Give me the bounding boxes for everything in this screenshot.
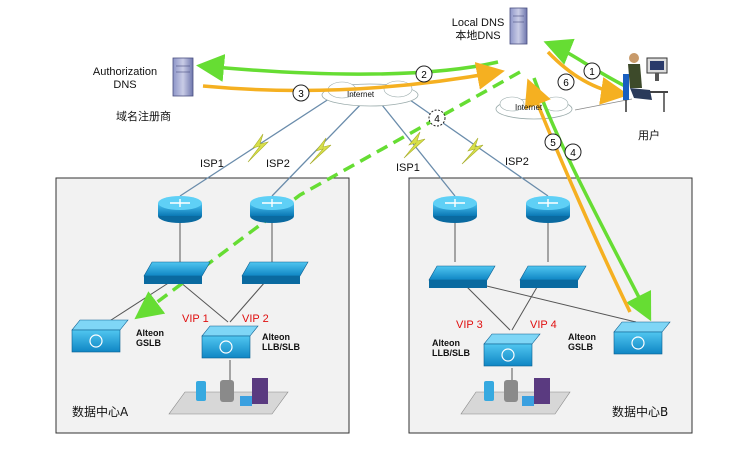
user-icon <box>623 53 668 112</box>
datacenter-a-label: 数据中心A <box>72 405 129 419</box>
step-number: 1 <box>589 67 595 78</box>
internet-left-label: Internet <box>347 90 375 99</box>
step-2-marker: 2 <box>415 65 433 83</box>
step-markers: 1 2 3 4 5 6 4 <box>292 62 601 161</box>
lightning-icon <box>247 133 269 163</box>
router-a2-icon <box>250 196 294 223</box>
switch-b2-icon <box>519 265 587 288</box>
step-number: 4 <box>570 148 576 159</box>
vip2-label: VIP 2 <box>242 313 269 325</box>
orange-flows <box>202 50 632 313</box>
user-label: 用户 <box>638 129 660 142</box>
alteon-llb-b-label: Alteon LLB/SLB <box>432 338 470 359</box>
step-5-marker: 5 <box>544 133 562 151</box>
lightning-icon <box>461 137 484 165</box>
datacenter-b-label: 数据中心B <box>612 405 669 419</box>
vip1-label: VIP 1 <box>182 313 209 325</box>
switch-a1-icon <box>143 261 211 284</box>
internet-right-label: Internet <box>515 103 543 112</box>
alteon-gslb-a-icon <box>71 319 129 353</box>
step-number: 6 <box>563 78 569 89</box>
switch-a2-icon <box>241 261 309 284</box>
auth-dns-server-icon <box>172 57 194 97</box>
vip3-label: VIP 3 <box>456 319 483 331</box>
server-rack-b-icon <box>460 378 571 415</box>
local-dns-server-icon <box>509 7 528 45</box>
dc-links <box>107 222 637 388</box>
router-b1-icon <box>433 196 477 223</box>
switch-b1-icon <box>428 265 496 288</box>
alteon-gslb-b-icon <box>613 321 671 355</box>
alteon-gslb-b-label: Alteon GSLB <box>568 332 596 353</box>
server-rack-a-icon <box>168 378 289 415</box>
alteon-llb-a-icon <box>201 325 259 359</box>
auth-dns-label: Authorization DNS <box>92 66 158 91</box>
step-number: 5 <box>550 138 556 149</box>
isp2-a-label: ISP2 <box>266 158 290 170</box>
isp2-b-label: ISP2 <box>505 156 529 168</box>
local-dns-label: Local DNS 本地DNS <box>451 17 505 42</box>
isp1-b-label: ISP1 <box>396 162 420 174</box>
lightning-bolts <box>247 131 484 165</box>
lightning-icon <box>403 131 426 159</box>
user-link <box>574 98 633 111</box>
lightning-icon <box>309 137 332 165</box>
step-number: 4 <box>434 114 440 125</box>
step-1-marker: 1 <box>583 62 601 80</box>
alteon-gslb-a-label: Alteon GSLB <box>136 328 164 349</box>
alteon-llb-b-icon <box>483 333 541 367</box>
step-4a-marker: 4 <box>428 109 446 127</box>
isp1-a-label: ISP1 <box>200 158 224 170</box>
alteon-llb-a-label: Alteon LLB/SLB <box>262 332 300 353</box>
router-b2-icon <box>526 196 570 223</box>
registrar-label: 域名注册商 <box>116 110 171 123</box>
step-number: 2 <box>421 70 427 81</box>
step-4b-marker: 4 <box>564 143 582 161</box>
step-6-marker: 6 <box>557 73 575 91</box>
step-3-marker: 3 <box>292 84 310 102</box>
step-number: 3 <box>298 89 304 100</box>
router-a1-icon <box>158 196 202 223</box>
vip4-label: VIP 4 <box>530 319 557 331</box>
